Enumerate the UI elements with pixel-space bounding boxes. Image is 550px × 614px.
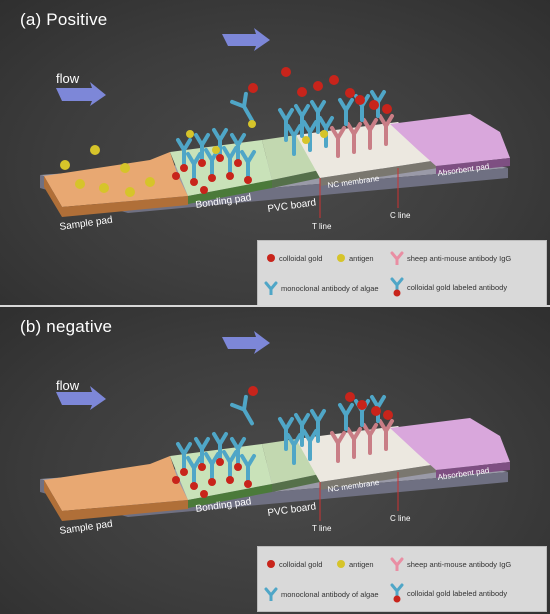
- panel-positive: (a) Positive flow: [0, 0, 550, 305]
- c-line-antibodies: [330, 392, 394, 463]
- colloidal-gold-icon: [267, 560, 275, 568]
- legend-antigen: antigen: [336, 253, 374, 263]
- legend-colloidal-gold: colloidal gold: [266, 559, 322, 569]
- t-line-label: T line: [312, 524, 332, 533]
- legend-gold-labeled-antibody: colloidal gold labeled antibody: [390, 583, 507, 603]
- flow-arrow: [222, 331, 270, 354]
- flow-label: flow: [56, 378, 80, 393]
- legend-colloidal-gold: colloidal gold: [266, 253, 322, 263]
- legend-monoclonal-antibody: monoclonal antibody of algae: [264, 281, 379, 295]
- legend-sheep-antibody: sheep anti-mouse antibody IgG: [390, 557, 511, 571]
- pvc-board-label: PVC board: [267, 501, 317, 519]
- gold-labeled-antibodies: [172, 128, 256, 194]
- t-line-label: T line: [312, 222, 332, 231]
- flow-arrow: [222, 28, 270, 51]
- floating-complex: [230, 386, 258, 426]
- sample-pad: [44, 152, 188, 207]
- floating-complex: [230, 83, 258, 128]
- panel-negative: (b) negative flow: [0, 307, 550, 614]
- test-strip-diagram-negative: Sample pad Bonding pad PVC board NC memb…: [40, 331, 510, 537]
- c-line-label: C line: [390, 211, 411, 220]
- c-line-antibodies: [330, 88, 394, 158]
- gold-labeled-antibodies: [172, 432, 256, 498]
- antigen-icon: [337, 560, 345, 568]
- gold-labeled-antibody-icon: [390, 277, 404, 297]
- legend-gold-labeled-antibody: colloidal gold labeled antibody: [390, 277, 507, 297]
- panel-divider: [0, 305, 550, 307]
- sheep-antibody-icon: [390, 557, 404, 571]
- pvc-board-label: PVC board: [267, 197, 317, 215]
- flow-arrow: [56, 82, 106, 106]
- legend-monoclonal-antibody: monoclonal antibody of algae: [264, 587, 379, 601]
- colloidal-gold-icon: [267, 254, 275, 262]
- legend-sheep-antibody: sheep anti-mouse antibody IgG: [390, 251, 511, 265]
- monoclonal-antibody-icon: [264, 281, 278, 295]
- absorbent-pad: [390, 114, 510, 166]
- flow-arrow: [56, 386, 106, 410]
- antigen-particles: [60, 145, 155, 197]
- panel-title: (b) negative: [20, 317, 113, 336]
- pvc-board: [262, 135, 320, 180]
- sample-pad: [44, 456, 188, 511]
- flow-label: flow: [56, 71, 80, 86]
- sample-pad-label: Sample pad: [59, 519, 113, 537]
- t-line-antibodies: [278, 67, 339, 156]
- sheep-antibody-icon: [390, 251, 404, 265]
- c-line-label: C line: [390, 514, 411, 523]
- absorbent-pad: [390, 418, 510, 470]
- sample-pad-label: Sample pad: [59, 215, 113, 233]
- legend-antigen: antigen: [336, 559, 374, 569]
- test-strip-diagram-positive: Sample pad Bonding pad PVC board NC memb…: [40, 28, 510, 233]
- legend: colloidal gold antigen sheep anti-mouse …: [257, 546, 547, 612]
- gold-labeled-antibody-icon: [390, 583, 404, 603]
- nc-membrane: [296, 426, 438, 482]
- pvc-board: [262, 439, 320, 484]
- antigen-icon: [337, 254, 345, 262]
- t-line-antibodies: [278, 409, 326, 465]
- nc-membrane: [296, 122, 438, 178]
- panel-title: (a) Positive: [20, 10, 108, 29]
- legend: colloidal gold antigen sheep anti-mouse …: [257, 240, 547, 305]
- monoclonal-antibody-icon: [264, 587, 278, 601]
